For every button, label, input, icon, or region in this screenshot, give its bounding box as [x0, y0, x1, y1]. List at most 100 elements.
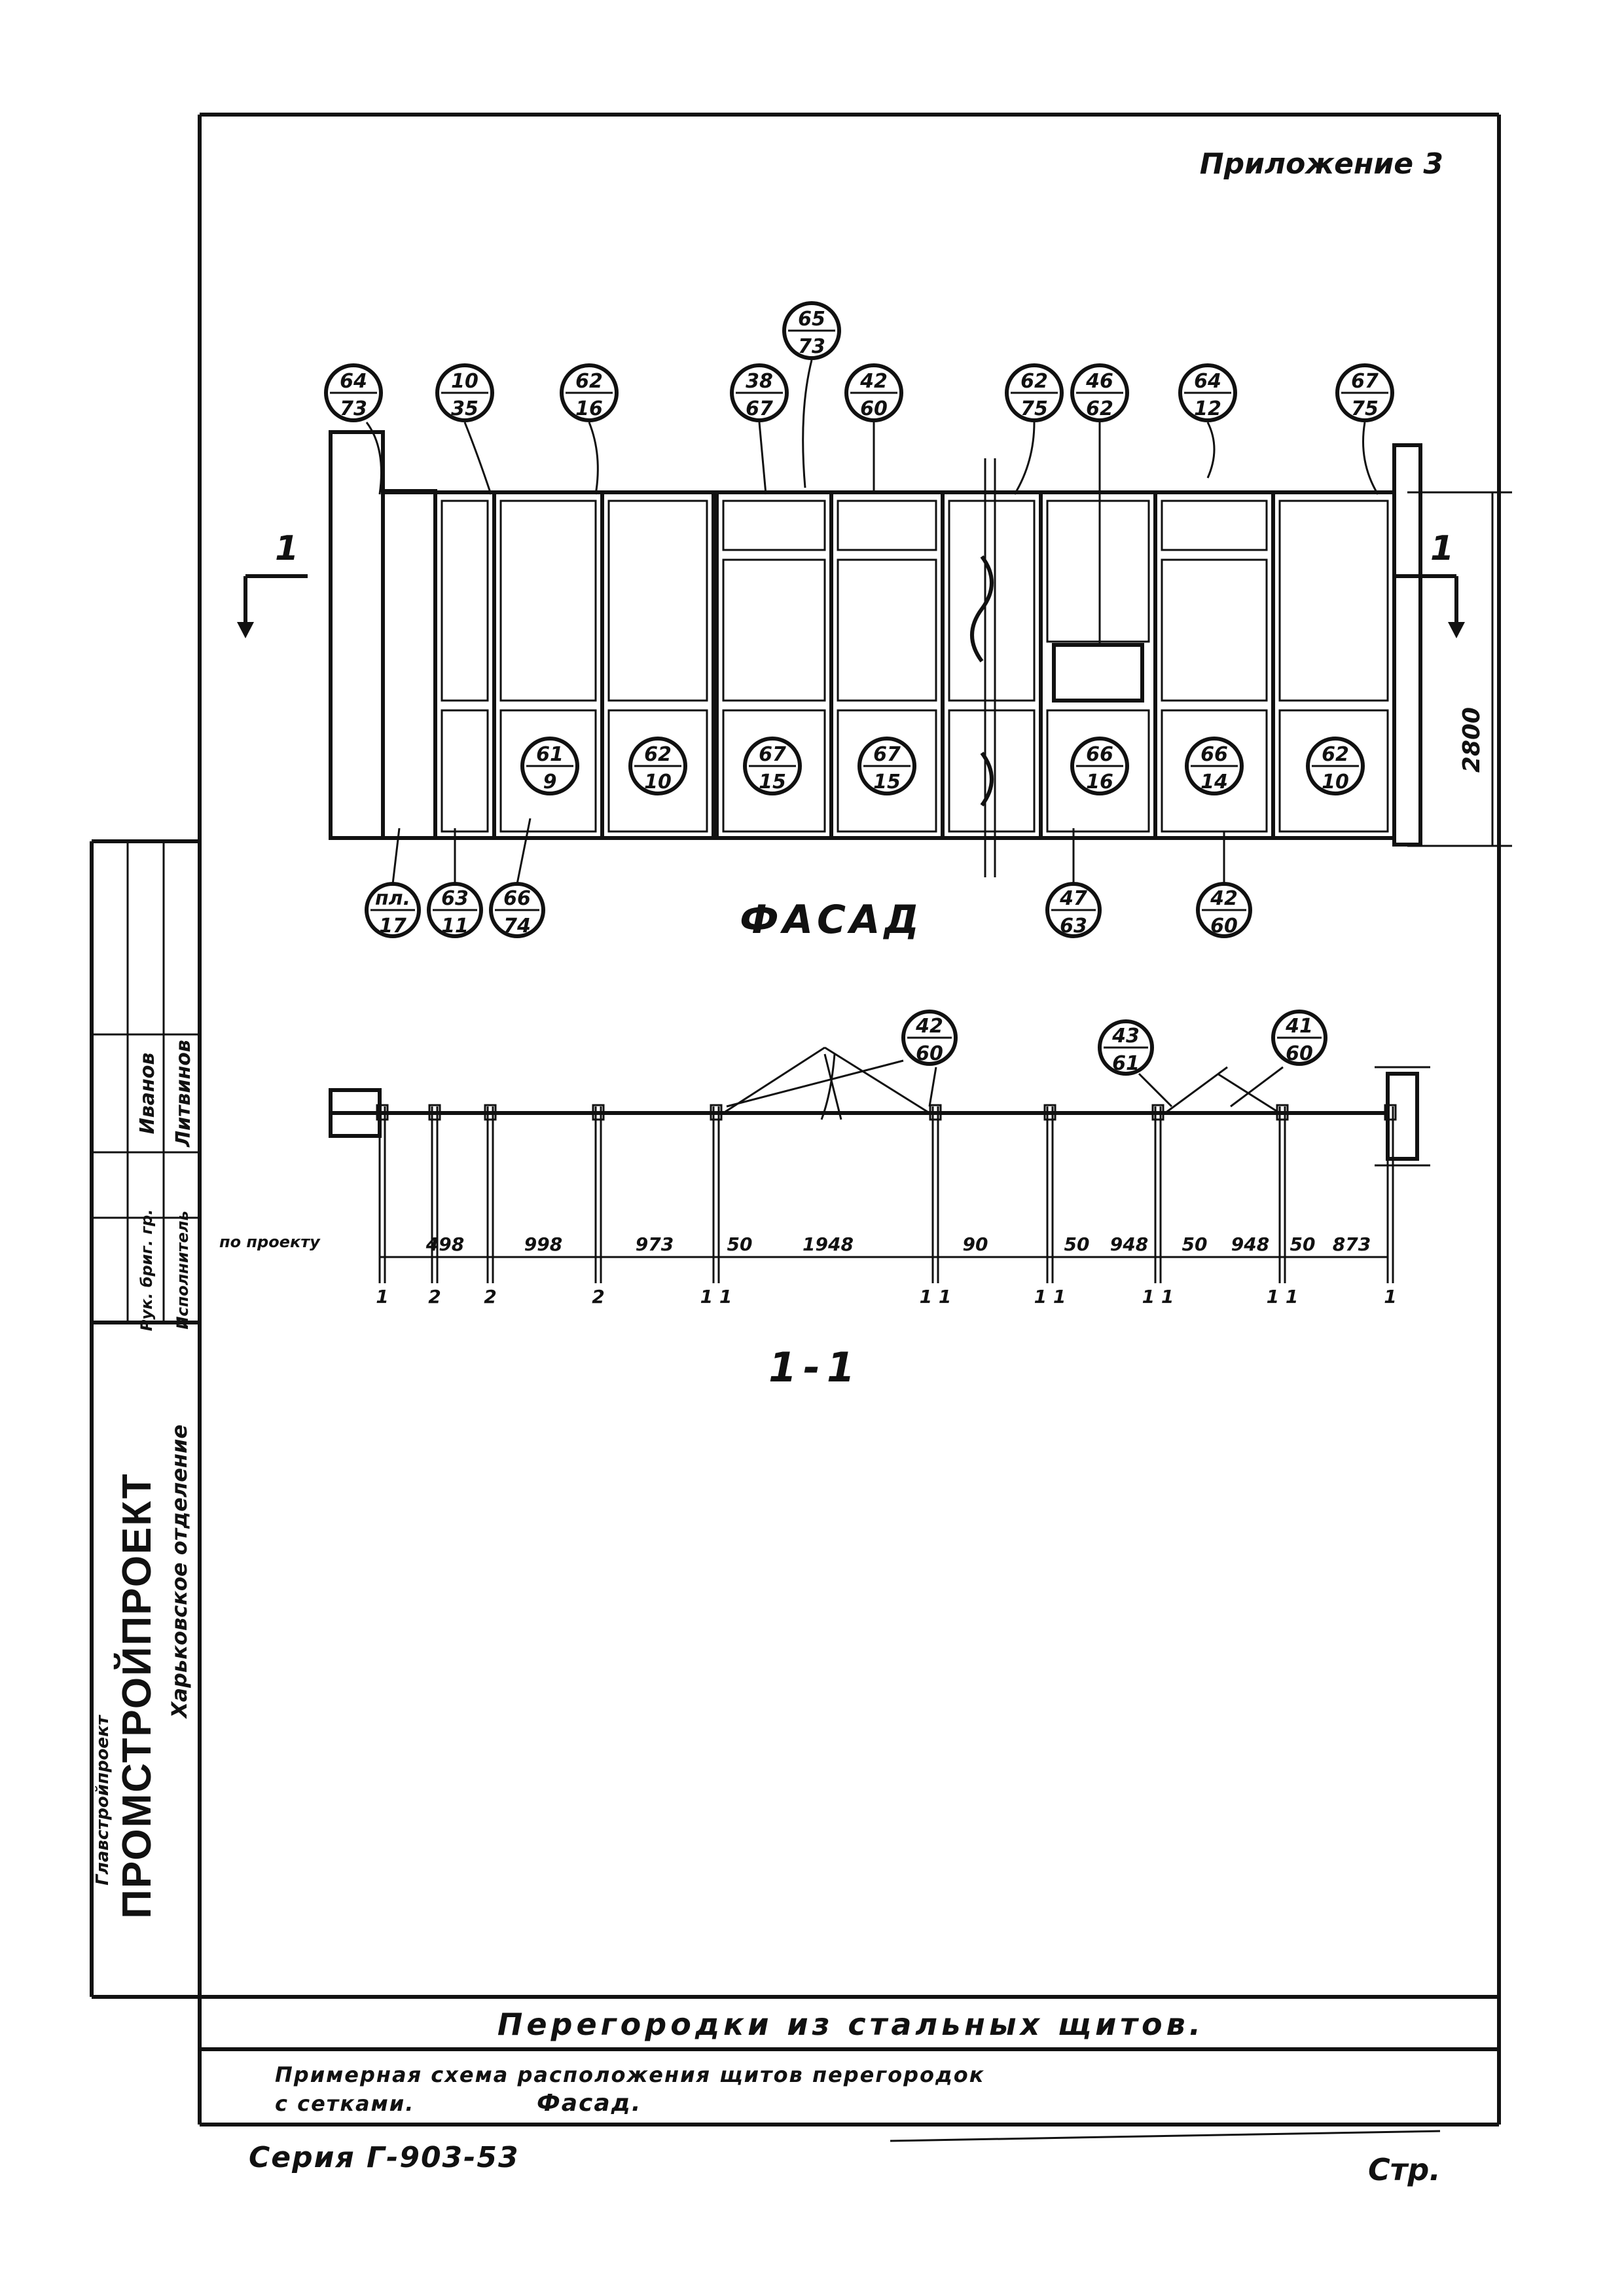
section-post	[1151, 1104, 1164, 1283]
facade-panel	[433, 490, 496, 840]
right-wall	[1392, 443, 1422, 847]
section-post	[376, 1104, 389, 1283]
marker-numerator: 63	[441, 887, 469, 910]
marker-numerator: 62	[575, 370, 603, 393]
section-dimension: 948	[1110, 1233, 1148, 1255]
marker-denominator: 60	[1286, 1042, 1313, 1065]
marker-numerator: 67	[873, 743, 901, 766]
stamp-name-2: Литвинов	[172, 1040, 195, 1148]
section-dimension: 873	[1333, 1233, 1371, 1255]
marker-denominator: 74	[503, 915, 531, 938]
detail-marker: пл.17	[365, 828, 421, 938]
marker-numerator: 42	[1210, 887, 1238, 910]
section-axis-label: 2	[428, 1286, 441, 1307]
marker-numerator: 66	[1200, 743, 1228, 766]
stamp-role-2: Исполнитель	[173, 1211, 192, 1329]
section-dimension: 498	[425, 1233, 464, 1255]
marker-numerator: 64	[1194, 370, 1221, 393]
section-post	[710, 1104, 723, 1283]
marker-denominator: 12	[1194, 397, 1221, 420]
marker-denominator: 63	[1060, 915, 1087, 938]
appendix-label: Приложение 3	[1200, 147, 1443, 181]
section-post	[1043, 1104, 1056, 1283]
facade-panel	[829, 490, 945, 840]
marker-denominator: 15	[759, 771, 786, 794]
marker-denominator: 62	[1086, 397, 1113, 420]
marker-denominator: 67	[746, 397, 773, 420]
side-stamp: Главстройпроект ПРОМСТРОЙПРОЕКТ Харьковс…	[90, 839, 200, 1999]
marker-denominator: 75	[1020, 397, 1048, 420]
section-dimension: 973	[636, 1233, 674, 1255]
section-dimension: 1948	[803, 1233, 854, 1255]
marker-denominator: 11	[441, 915, 469, 938]
marker-numerator: 41	[1285, 1015, 1313, 1038]
stamp-role-1: Рук. бриг. гр.	[137, 1209, 156, 1332]
section-post	[1276, 1104, 1289, 1283]
section-post	[592, 1104, 605, 1283]
section-axis-label: 2	[484, 1286, 496, 1307]
marker-denominator: 75	[1351, 397, 1379, 420]
marker-numerator: 42	[915, 1015, 943, 1038]
section-axis-label: 1 1	[1034, 1286, 1066, 1307]
marker-numerator: 43	[1111, 1025, 1140, 1048]
end-panel	[381, 489, 437, 840]
series-label: Серия Г-903-53	[249, 2141, 520, 2174]
marker-numerator: 67	[759, 743, 786, 766]
marker-numerator: 67	[1351, 370, 1379, 393]
marker-denominator: 60	[916, 1042, 943, 1065]
section-axis-label: 2	[592, 1286, 604, 1307]
section-axis-label: 1 1	[1142, 1286, 1174, 1307]
break-line	[970, 458, 996, 877]
section-axis-label: 1 1	[920, 1286, 952, 1307]
marker-denominator: 60	[860, 397, 888, 420]
detail-marker: 619	[520, 737, 579, 795]
marker-denominator: 14	[1200, 771, 1228, 794]
stamp-name-1: Иванов	[136, 1053, 159, 1135]
marker-denominator: 73	[340, 397, 367, 420]
section-marker-left: 1	[237, 529, 308, 638]
facade-title: ФАСАД	[740, 897, 923, 943]
marker-numerator: 62	[644, 743, 672, 766]
section-axis-label: 1	[376, 1286, 388, 1307]
section-post	[1384, 1104, 1397, 1283]
main-title: Перегородки из стальных щитов.	[497, 2007, 1204, 2042]
height-dimension: 2800	[1407, 491, 1512, 847]
marker-numerator: 10	[451, 370, 478, 393]
subtitle-tail: Фасад.	[537, 2090, 641, 2117]
marker-numerator: 62	[1322, 743, 1349, 766]
section-axis-label: 1	[1384, 1286, 1396, 1307]
marker-numerator: 64	[340, 370, 367, 393]
svg-text:1: 1	[1430, 529, 1454, 568]
marker-denominator: 15	[873, 771, 901, 794]
section-axis-label: 1 1	[1267, 1286, 1299, 1307]
section-title: 1-1	[768, 1343, 861, 1391]
stamp-branch: Харьковское отделение	[167, 1425, 192, 1719]
marker-numerator: 62	[1020, 370, 1048, 393]
section-post	[428, 1104, 441, 1283]
marker-numerator: 46	[1085, 370, 1113, 393]
section-dimension: 50	[1064, 1233, 1090, 1255]
marker-denominator: 35	[451, 397, 478, 420]
marker-numerator: 66	[1086, 743, 1113, 766]
svg-text:1: 1	[275, 529, 298, 568]
